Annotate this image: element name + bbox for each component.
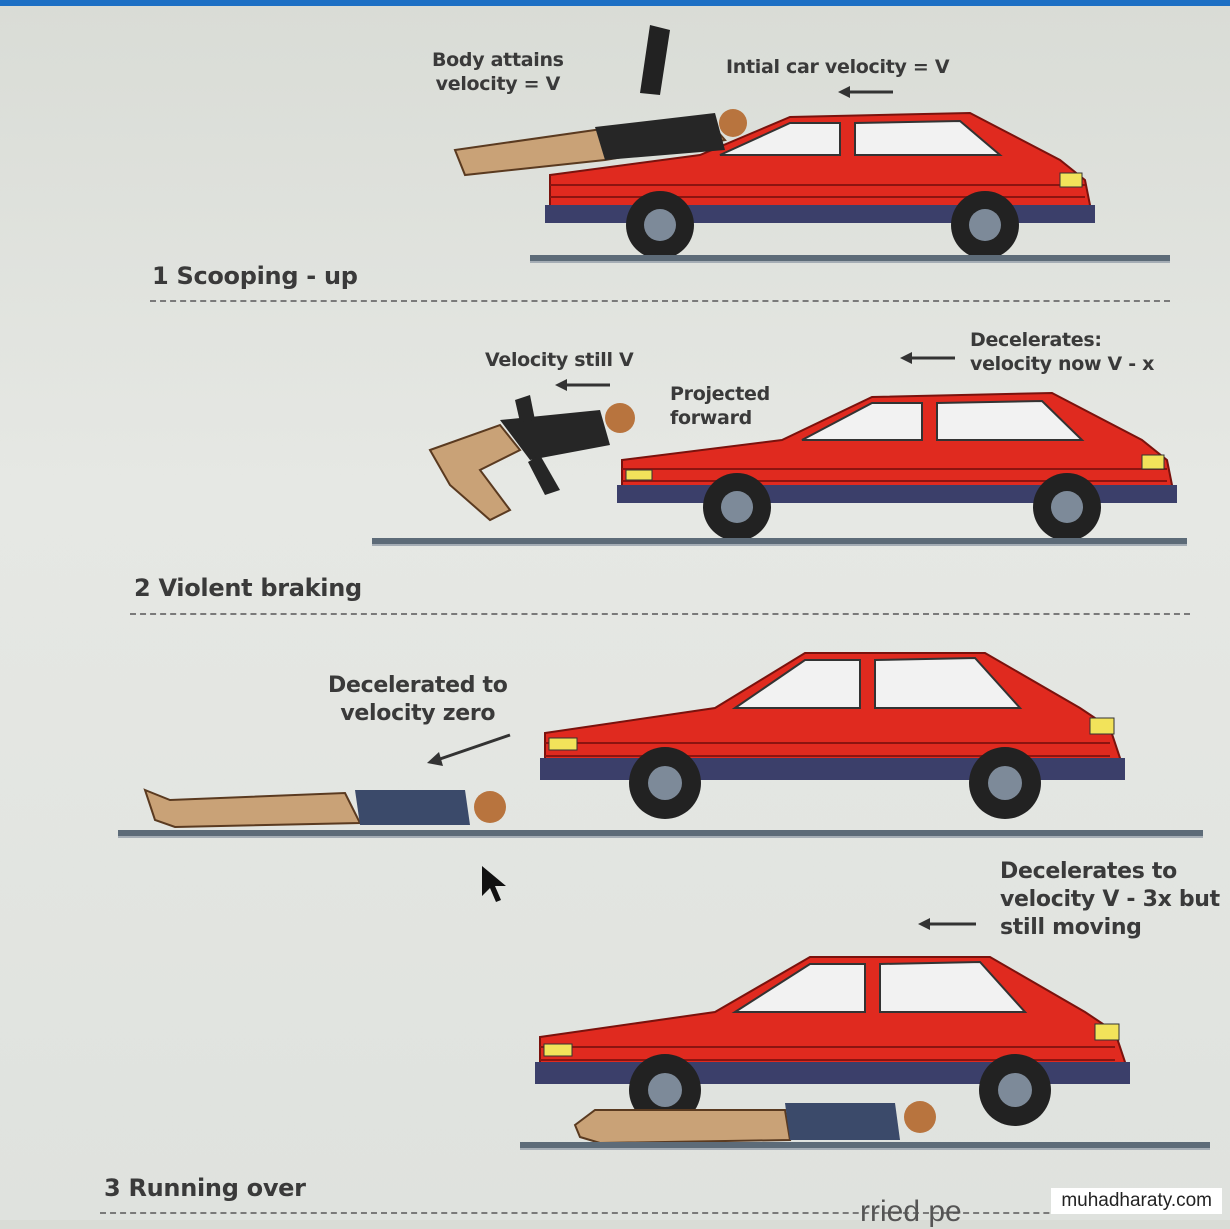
step-3-label: 3 Running over [104, 1174, 306, 1202]
body-velocity-label: Body attains velocity = V [432, 49, 564, 95]
watermark: muhadharaty.com [1051, 1188, 1222, 1214]
road-3 [118, 830, 1203, 838]
divider-2 [130, 613, 1190, 615]
decelerated-zero-label: Decelerated to velocity zero [328, 673, 508, 726]
car-1 [545, 111, 1095, 259]
car-4 [535, 956, 1130, 1126]
car-2 [617, 391, 1177, 541]
road-4 [520, 1142, 1210, 1150]
road-2 [372, 538, 1187, 546]
step-2-label: 2 Violent braking [134, 574, 362, 602]
pedestrian-lying [143, 788, 506, 829]
left-arrow-icon [900, 352, 955, 364]
window-top-bar [0, 0, 1230, 6]
divider-3 [100, 1212, 1220, 1214]
car-3 [540, 652, 1125, 819]
pedestrian-projected [428, 395, 635, 522]
car-decelerates-label: Decelerates: velocity now V - x [970, 329, 1155, 375]
car-velocity-label: Intial car velocity = V [726, 56, 950, 78]
car-decelerates-moving-label: Decelerates to velocity V - 3x but still… [1000, 859, 1220, 940]
arrow-cursor-icon [482, 866, 506, 902]
pedestrian-under-car [573, 1101, 936, 1145]
left-arrow-icon [838, 86, 893, 98]
projected-forward-label: Projected forward [670, 383, 770, 429]
body-velocity-still-label: Velocity still V [485, 349, 634, 371]
down-left-arrow-icon [427, 733, 511, 766]
partial-text: rried pe [860, 1195, 962, 1228]
left-arrow-icon [555, 379, 610, 391]
step-1-label: 1 Scooping - up [152, 262, 358, 290]
road-1 [530, 255, 1170, 263]
divider-1 [150, 300, 1170, 302]
pedestrian-on-hood [453, 25, 747, 177]
left-arrow-icon [918, 918, 976, 930]
